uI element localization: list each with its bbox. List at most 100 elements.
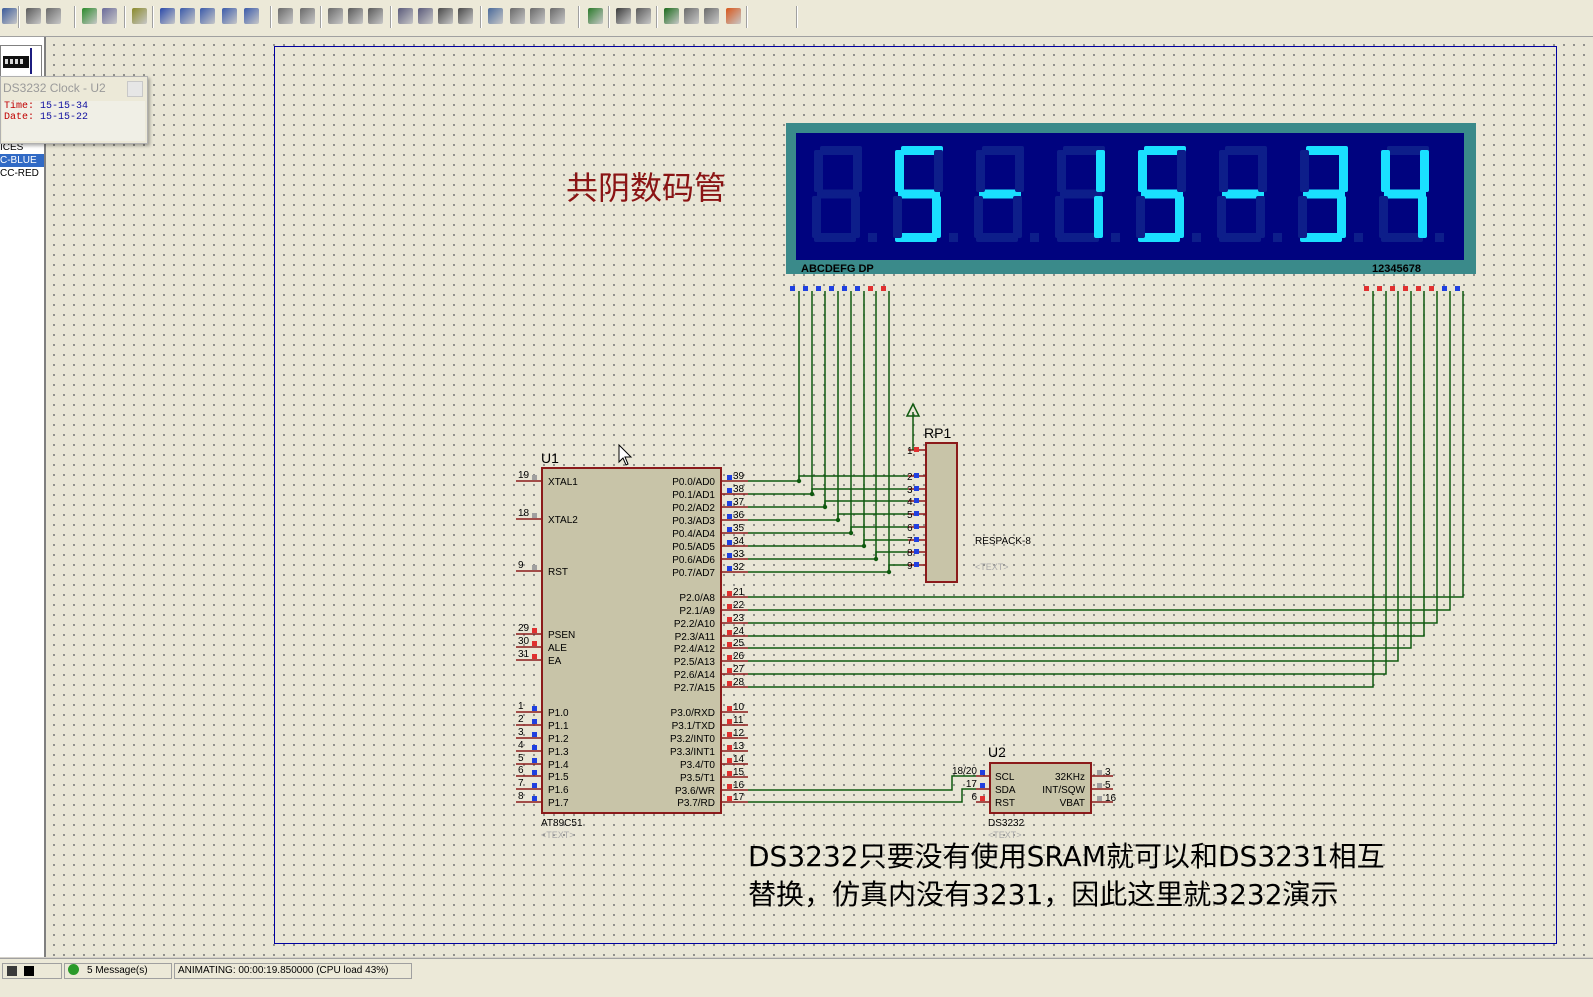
zoom-in-icon[interactable] [180,8,195,24]
u1-pin-number: 15 [733,767,745,778]
u2-part: DS3232 [988,818,1025,829]
wire-autorouter-icon[interactable] [588,8,603,24]
segment-f [1138,150,1147,192]
u1-pin-state [727,540,732,545]
device-item[interactable]: CC-RED [0,168,39,179]
netlist-icon[interactable] [664,8,679,24]
display-digit [893,146,958,242]
note-line-2: 替换，仿真内没有3231，因此这里就3232演示 [748,878,1339,911]
wire [748,291,1387,675]
rp1-text: <TEXT> [975,562,1009,572]
segment-a [1144,146,1186,155]
segment-c [1418,196,1427,238]
u1-pin-number: 14 [733,754,745,765]
u1-pin-number: 24 [733,626,745,637]
segment-dp [949,233,958,242]
rp1-pin-number: 7 [907,536,913,547]
message-count[interactable]: 5 Message(s) [64,963,172,979]
u1-pin-state [727,501,732,506]
undo-icon[interactable] [278,8,293,24]
status-bar: 5 Message(s) ANIMATING: 00:00:19.850000 … [0,958,1593,997]
u1-pin-name: P2.1/A9 [679,606,715,617]
pan-icon[interactable] [160,8,175,24]
device-item[interactable]: ICES [0,142,24,153]
u2-text: <TEXT> [988,830,1022,840]
segment-g [817,189,859,199]
u1-pin-state [532,628,537,633]
segment-dp [1192,233,1201,242]
u2-pin-number: 18/20 [952,766,977,777]
print-icon[interactable] [26,8,41,24]
segment-e [893,196,902,238]
block-delete-icon[interactable] [458,8,473,24]
u1-pin-number: 17 [733,792,745,803]
rp1-ref: RP1 [924,425,951,441]
bill-icon[interactable] [684,8,699,24]
u2-pin-name: VBAT [1060,798,1085,809]
ares-icon[interactable] [726,8,741,24]
zoom-out-icon[interactable] [200,8,215,24]
rp1-pin-number: 4 [907,497,913,508]
u2-ref: U2 [988,744,1006,760]
u1-pin-name: P3.3/INT1 [670,747,715,758]
segment-e [812,196,821,238]
sheet-border [274,46,1557,944]
search-icon[interactable] [616,8,631,24]
paste-icon[interactable] [368,8,383,24]
segment-c [932,196,941,238]
print-preview-icon[interactable] [46,8,61,24]
segment-label: ABCDEFG DP [801,263,874,275]
zoom-area-icon[interactable] [244,8,259,24]
popup-title: DS3232 Clock - U2 [3,81,106,95]
stop-icon[interactable] [24,966,34,976]
pick-device-icon[interactable] [488,8,503,24]
block-move-icon[interactable] [418,8,433,24]
u1-pin-name: P1.2 [548,734,569,745]
date-label: Date: [4,112,35,123]
rp1-pin-state [914,447,919,452]
grid-icon[interactable] [102,8,117,24]
packaging-tool-icon[interactable] [530,8,545,24]
segment-g [979,189,1021,199]
wire-junction [861,543,867,549]
property-tool-icon[interactable] [636,8,651,24]
block-copy-icon[interactable] [398,8,413,24]
device-item-selected[interactable]: C-BLUE [0,154,44,167]
wire-junction [835,517,841,523]
display-pin [1416,286,1421,291]
block-rotate-icon[interactable] [438,8,453,24]
cut-icon[interactable] [328,8,343,24]
u2-pin-state [980,796,985,801]
electrical-check-icon[interactable] [704,8,719,24]
simulation-controls [2,963,62,979]
u1-pin-name: P1.6 [548,785,569,796]
u2-pin-name: 32KHz [1055,772,1085,783]
zoom-all-icon[interactable] [222,8,237,24]
refresh-icon[interactable] [82,8,97,24]
rp1-pin-state [914,549,919,554]
pause-icon[interactable] [7,966,17,976]
u1-pin-name: XTAL2 [548,515,578,526]
wire [850,526,908,533]
segment-a [982,146,1024,155]
segment-b [1015,150,1024,192]
decompose-icon[interactable] [550,8,565,24]
redo-icon[interactable] [300,8,315,24]
u1-pin-name: P3.5/T1 [680,773,715,784]
u1-pin-number: 3 [518,727,524,738]
overview-window[interactable] [0,45,42,77]
ds3232-clock-popup[interactable]: DS3232 Clock - U2 Time: 15-15-34 Date: 1… [0,76,148,144]
u1-pin-name: P1.0 [548,708,569,719]
u1-pin-number: 38 [733,484,745,495]
display-digit [812,146,877,242]
open-icon[interactable] [2,8,17,24]
display-digit [1379,146,1444,242]
u1-pin-number: 21 [733,587,745,598]
make-device-icon[interactable] [510,8,525,24]
wire [748,291,1374,688]
origin-icon[interactable] [132,8,147,24]
copy-icon[interactable] [348,8,363,24]
wire-junction [873,556,879,562]
close-icon[interactable] [127,81,143,97]
